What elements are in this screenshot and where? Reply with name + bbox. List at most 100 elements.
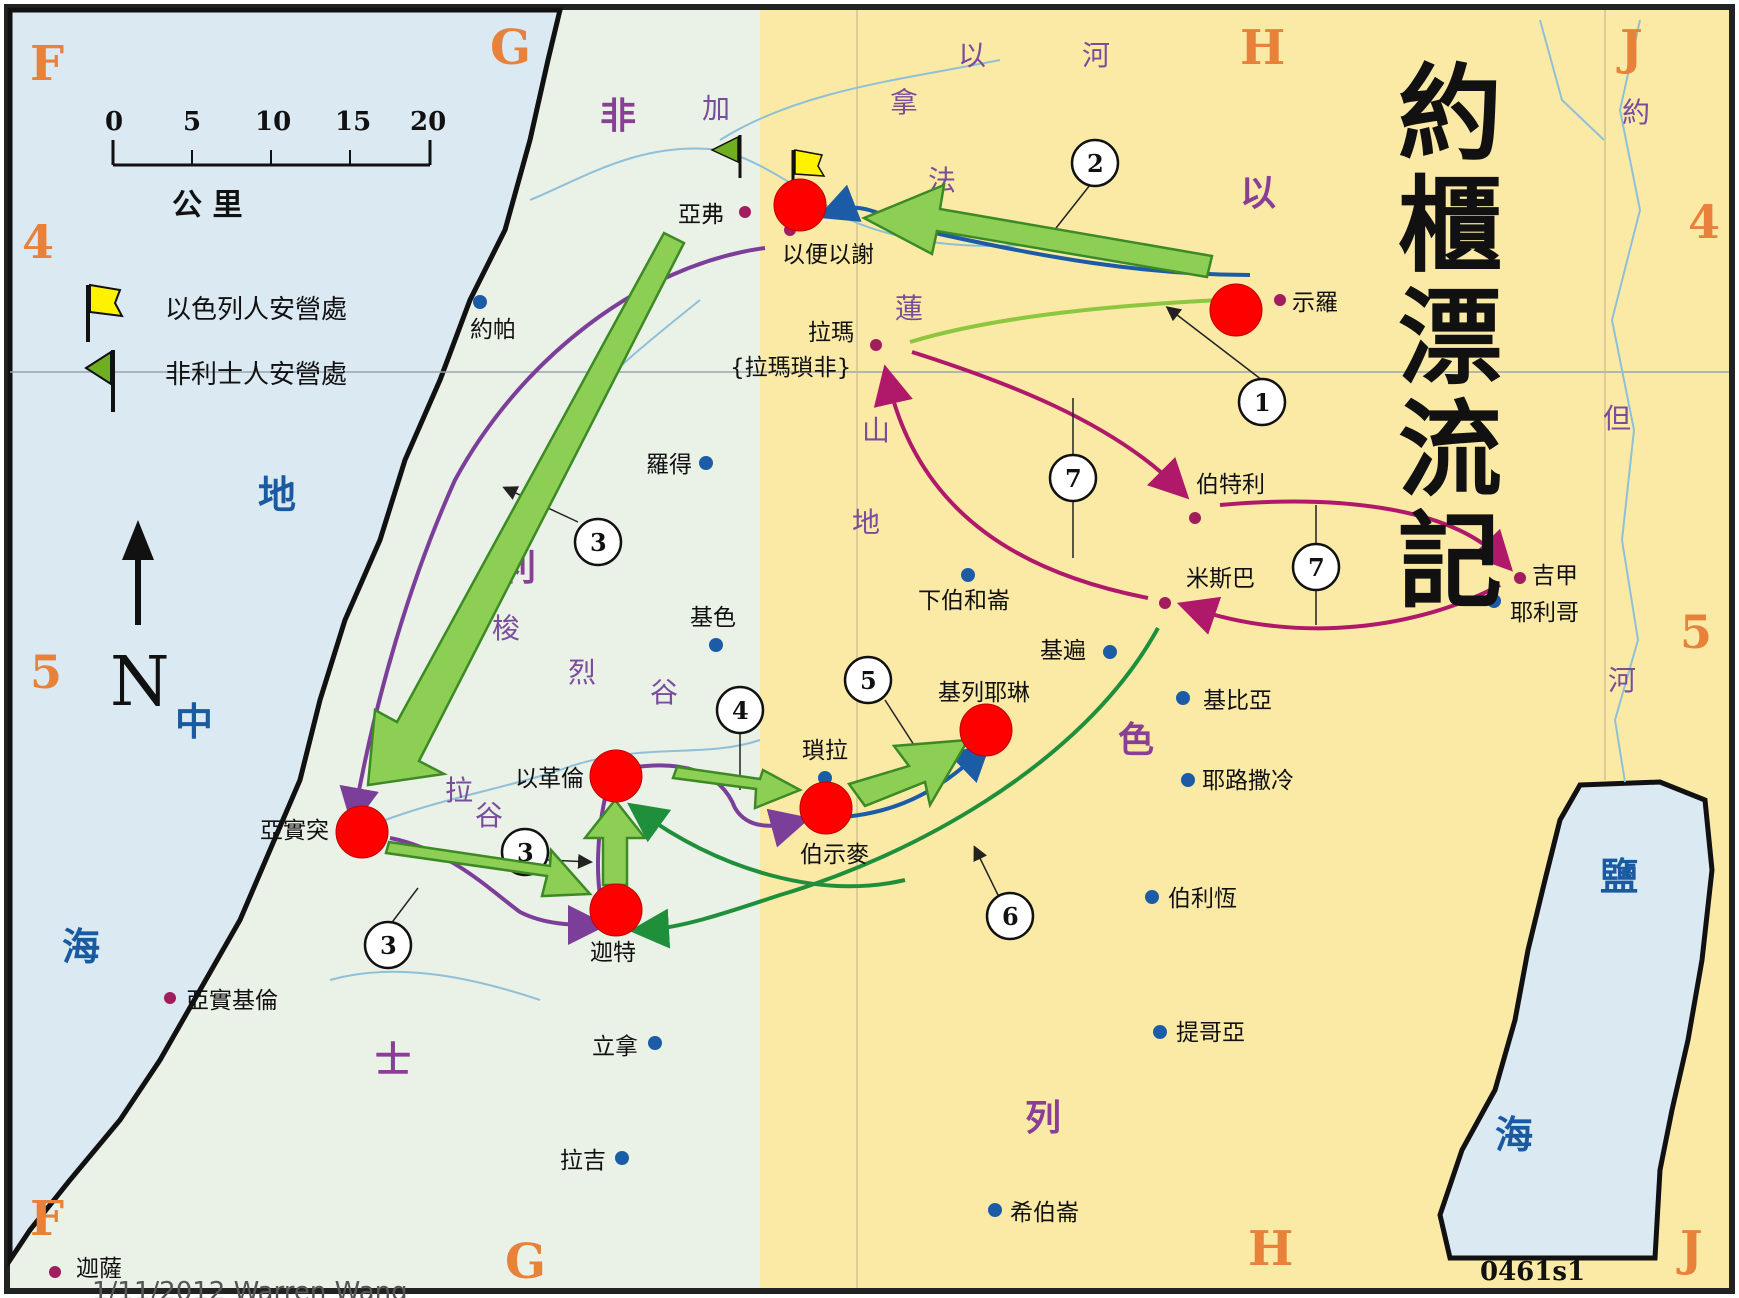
region-ephraim-1: 以: [958, 39, 986, 72]
step-badge-6: [985, 891, 1035, 941]
city-dot: [709, 638, 723, 652]
city-dot: [1103, 645, 1117, 659]
place-gezer: 基色: [690, 605, 736, 631]
dead-sea-label-1: 鹽: [1600, 855, 1638, 899]
ark-stop-ekron: [589, 749, 643, 803]
river-label: 約: [1622, 96, 1650, 129]
place-ekron: 以革倫: [515, 766, 584, 792]
scale-tick-5: 5: [183, 107, 201, 137]
place-gath: 迦特: [590, 940, 636, 966]
sea-label-1: 地: [258, 473, 296, 517]
route-magenta-ramah-bethel: [911, 350, 1190, 500]
step-badges: 1 2 3 3 3 4 5 6 7 7: [363, 138, 1341, 970]
city-dot: [1159, 597, 1171, 609]
region-israel-3: 列: [1025, 1098, 1061, 1139]
valley-label: 拉: [445, 774, 473, 807]
yellow-flag-icon: [86, 283, 124, 342]
grid-letter-bottom-H: H: [1248, 1221, 1293, 1277]
step-number-7a: 7: [1065, 464, 1082, 493]
route-green-mizpah-gath: [629, 627, 1160, 949]
grid-number-left-5: 5: [30, 645, 62, 699]
city-dot: [1176, 691, 1190, 705]
ark-stop-ebenezer: [773, 178, 827, 232]
city-dot: [1189, 512, 1201, 524]
step-badge-7a: [1048, 453, 1098, 503]
city-dot: [961, 568, 975, 582]
route-lines: [339, 184, 1514, 949]
ark-route-arrows: [366, 182, 1214, 898]
ark-arrow-ashdod-gath: [384, 840, 593, 898]
step-number-3c: 3: [380, 931, 397, 960]
dead-sea: [1437, 779, 1715, 1261]
grid-letter-bottom-G: G: [505, 1234, 546, 1290]
grid-letter-bottom-J: J: [1676, 1221, 1703, 1277]
place-gilgal: 吉甲: [1532, 563, 1578, 589]
step-badge-2: [1070, 138, 1120, 188]
scale-tick-10: 10: [255, 107, 291, 137]
place-ashdod: 亞實突: [260, 818, 329, 844]
city-dot: [818, 771, 832, 785]
route-step-1-light: [909, 298, 1221, 344]
valley-label: 梭: [492, 612, 520, 645]
step-number-1: 1: [1254, 388, 1271, 417]
grid-letter-top-F: F: [30, 36, 64, 92]
step-number-4: 4: [732, 696, 749, 725]
step-badge-7b: [1291, 542, 1341, 592]
river-label: 拿: [890, 86, 918, 119]
green-flag-icon: [710, 135, 742, 178]
city-dot: [164, 992, 176, 1004]
route-purple-ekron-bethshemesh: [629, 763, 811, 848]
grid-number-right-5: 5: [1680, 605, 1712, 659]
place-ebenezer: 以便以謝: [782, 242, 874, 268]
place-aphek: 亞弗: [678, 202, 724, 228]
city-dot: [870, 339, 882, 351]
city-dot: [615, 1151, 629, 1165]
place-ashkelon: 亞實基倫: [186, 988, 278, 1014]
step-number-2: 2: [1087, 149, 1104, 178]
step-badge-3c: [363, 920, 413, 970]
river-lines: [329, 19, 1642, 1001]
place-zorah: 瑣拉: [802, 738, 848, 764]
route-green-mizpah-ekron: [627, 802, 906, 889]
scale-tick-0: 0: [105, 107, 123, 137]
step-number-3b: 3: [517, 838, 534, 867]
river-label: 但: [1603, 402, 1631, 435]
city-dot: [699, 456, 713, 470]
ark-arrow-bethshemesh-kiriath: [846, 738, 971, 809]
valley-label: 谷: [475, 799, 503, 832]
place-labels: 亞弗 以便以謝 示羅 拉瑪 {拉瑪瑣非} 約帕 伯特利 米斯巴 吉甲 耶利哥 羅…: [76, 202, 1579, 1282]
ark-stop-ashdod: [335, 805, 389, 859]
grid-letter-top-J: J: [1616, 20, 1643, 76]
place-mizpah: 米斯巴: [1186, 566, 1255, 592]
city-dot: [49, 1266, 61, 1278]
scale-bar: 0 5 10 15 20 公 里: [105, 107, 446, 223]
place-bethlehem: 伯利恆: [1168, 886, 1237, 912]
grid-letter-top-G: G: [490, 20, 531, 76]
city-dot: [1153, 1025, 1167, 1039]
place-joppa: 約帕: [470, 317, 516, 343]
title-char-1: 約: [1398, 53, 1502, 175]
region-philistia-1: 非: [600, 96, 636, 137]
step-badge-3a: [573, 517, 623, 567]
step-badge-5: [843, 655, 893, 705]
title-char-5: 記: [1398, 501, 1502, 623]
place-jerusalem: 耶路撒冷: [1202, 768, 1294, 794]
mediterranean-sea: [7, 7, 564, 1269]
step-badge-4: [715, 685, 765, 735]
compass-label: N: [110, 643, 170, 722]
city-dot: [648, 1036, 662, 1050]
ark-arrow-ekron-bethshemesh: [671, 765, 803, 810]
step-number-6: 6: [1002, 902, 1019, 931]
sea-label-3: 海: [62, 925, 100, 969]
place-ramathaim: {拉瑪瑣非}: [730, 355, 851, 381]
place-hebron: 希伯崙: [1010, 1200, 1079, 1226]
place-gaza: 迦薩: [76, 1256, 122, 1282]
region-hill-2: 地: [852, 506, 880, 539]
ark-stop-markers: [335, 178, 1263, 937]
valley-label: 谷: [650, 676, 678, 709]
grid-letter-bottom-F: F: [30, 1191, 64, 1247]
city-dot: [988, 1203, 1002, 1217]
dead-sea-label-2: 海: [1495, 1113, 1533, 1157]
city-dot: [1181, 773, 1195, 787]
